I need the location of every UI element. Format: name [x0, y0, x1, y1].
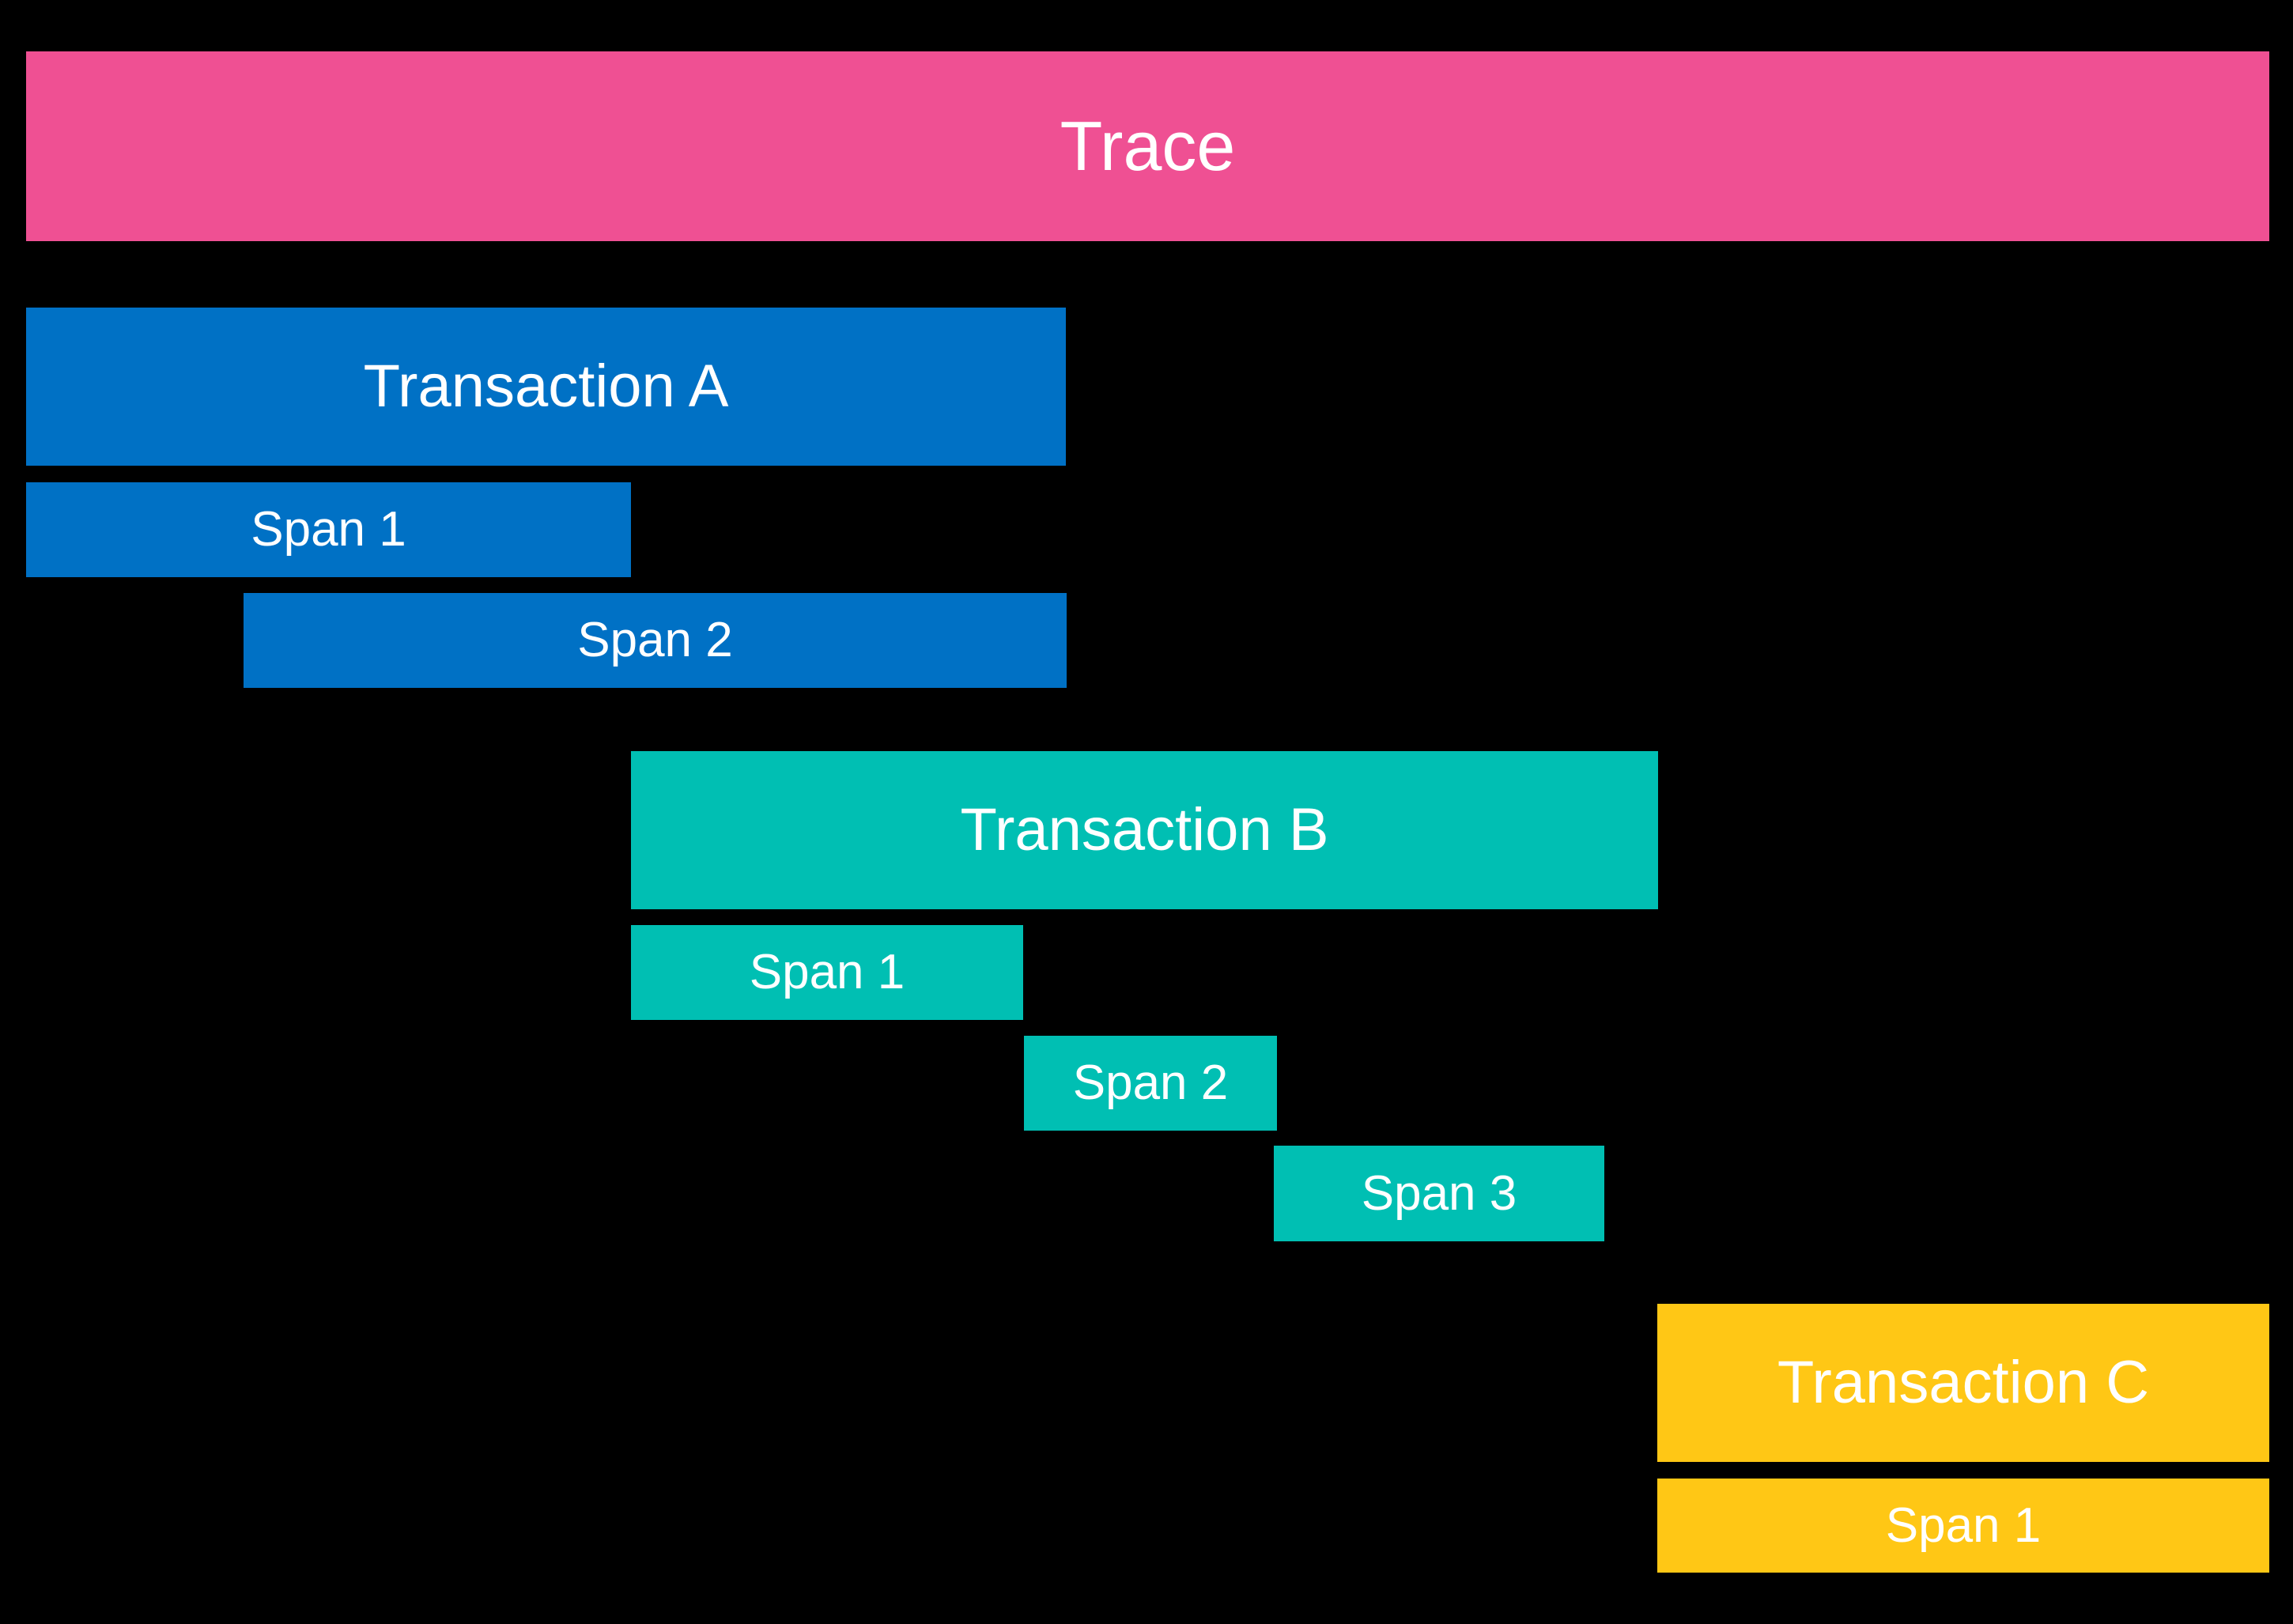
span-bar-span-1[interactable]: Span 1 [631, 925, 1023, 1020]
trace-bar-label: Trace [1060, 107, 1236, 185]
span-bar-span-2[interactable]: Span 2 [244, 593, 1067, 688]
span-bar-span-2[interactable]: Span 2 [1024, 1036, 1277, 1131]
span-bar-label: Span 2 [1072, 1056, 1229, 1110]
transaction-bar-transaction-c[interactable]: Transaction C [1657, 1304, 2269, 1462]
transaction-bar-transaction-b[interactable]: Transaction B [631, 751, 1658, 909]
span-bar-span-3[interactable]: Span 3 [1274, 1146, 1604, 1241]
span-bar-label: Span 1 [251, 502, 406, 557]
trace-bar-trace[interactable]: Trace [26, 51, 2269, 241]
span-bar-label: Span 3 [1361, 1165, 1517, 1221]
span-bar-span-1[interactable]: Span 1 [26, 482, 631, 577]
transaction-bar-label: Transaction A [363, 353, 729, 420]
span-bar-label: Span 2 [577, 613, 733, 667]
transaction-bar-label: Transaction B [960, 796, 1329, 863]
span-bar-label: Span 1 [749, 945, 905, 999]
span-bar-span-1[interactable]: Span 1 [1657, 1479, 2269, 1573]
span-bar-label: Span 1 [1885, 1497, 2042, 1553]
transaction-bar-label: Transaction C [1777, 1349, 2150, 1416]
transaction-bar-transaction-a[interactable]: Transaction A [26, 308, 1066, 466]
